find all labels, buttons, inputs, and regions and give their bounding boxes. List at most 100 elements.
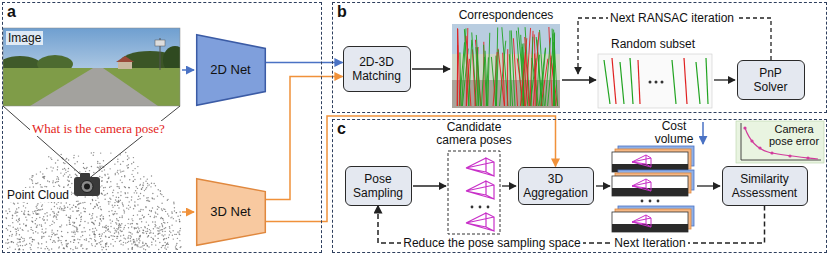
point-cloud (99, 176, 100, 177)
point-cloud (103, 218, 104, 219)
point-cloud (40, 184, 41, 185)
point-cloud (36, 213, 37, 214)
correspondence-line (531, 37, 533, 106)
correspondence-line (554, 34, 555, 106)
point-cloud (110, 186, 111, 187)
point-cloud (32, 221, 33, 222)
point-cloud (168, 237, 169, 238)
point-cloud (164, 222, 165, 223)
point-cloud (72, 211, 73, 212)
point-cloud (86, 240, 87, 241)
point-cloud (58, 211, 59, 212)
point-cloud (61, 224, 62, 225)
point-cloud (85, 171, 86, 172)
cost-volume (649, 200, 652, 203)
point-cloud (17, 242, 18, 243)
point-cloud (32, 175, 33, 176)
point-cloud (55, 182, 56, 183)
point-cloud (99, 234, 100, 235)
point-cloud (34, 211, 35, 212)
point-cloud (69, 221, 70, 222)
point-cloud (143, 217, 144, 218)
point-cloud (147, 245, 148, 246)
point-cloud (99, 206, 100, 207)
point-cloud (133, 242, 134, 243)
point-cloud (20, 227, 21, 228)
point-cloud (15, 212, 16, 213)
point-cloud (57, 237, 58, 238)
point-cloud (52, 234, 53, 235)
point-cloud (148, 214, 149, 215)
point-cloud (38, 209, 39, 210)
point-cloud (67, 243, 68, 244)
point-cloud (76, 175, 77, 176)
point-cloud (77, 204, 78, 205)
point-cloud (95, 200, 96, 201)
point-cloud (89, 170, 90, 171)
point-cloud (59, 226, 60, 227)
point-cloud (152, 193, 153, 194)
point-cloud (157, 227, 158, 228)
point-cloud (170, 232, 171, 233)
point-cloud (80, 212, 81, 213)
point-cloud (112, 239, 113, 240)
point-cloud (58, 179, 59, 180)
point-cloud (105, 225, 106, 226)
point-cloud (98, 207, 99, 208)
annotation-label: Camera pose error (765, 123, 823, 147)
point-cloud (73, 223, 74, 224)
point-cloud (131, 218, 132, 219)
point-cloud (61, 231, 62, 232)
point-cloud (52, 182, 53, 183)
point-cloud (70, 218, 71, 219)
point-cloud (155, 221, 156, 222)
point-cloud (13, 242, 14, 243)
point-cloud (121, 217, 122, 218)
point-cloud (131, 233, 132, 234)
point-cloud (64, 248, 65, 249)
correspondence-line (476, 47, 478, 106)
point-cloud (114, 211, 115, 212)
point-cloud (7, 213, 8, 214)
point-cloud (100, 152, 101, 153)
point-cloud (84, 221, 85, 222)
point-cloud (125, 197, 126, 198)
point-cloud (125, 193, 126, 194)
annotation-label: What is the camera pose? (30, 121, 167, 136)
point-cloud (32, 211, 33, 212)
point-cloud (53, 211, 54, 212)
point-cloud (137, 204, 138, 205)
point-cloud (36, 218, 37, 219)
box-label: PnP Solver (742, 66, 800, 94)
point-cloud (126, 207, 127, 208)
point-cloud (140, 184, 141, 185)
point-cloud (57, 160, 58, 161)
point-cloud (73, 155, 74, 156)
point-cloud (17, 238, 18, 239)
point-cloud (111, 235, 112, 236)
point-cloud (54, 240, 55, 241)
point-cloud (131, 226, 132, 227)
point-cloud (34, 239, 35, 240)
point-cloud (117, 172, 118, 173)
point-cloud (93, 231, 94, 232)
point-cloud (151, 211, 152, 212)
point-cloud (137, 227, 138, 228)
cost-volume (612, 176, 688, 196)
point-cloud (56, 213, 57, 214)
annotation-label: Image (6, 31, 43, 45)
cost-volume (612, 224, 688, 232)
point-cloud (131, 163, 132, 164)
point-cloud (128, 248, 129, 249)
point-cloud (105, 194, 106, 195)
point-cloud (148, 235, 149, 236)
point-cloud (103, 187, 104, 188)
point-cloud (103, 232, 104, 233)
point-cloud (24, 214, 25, 215)
point-cloud (161, 223, 162, 224)
point-cloud (72, 249, 73, 250)
point-cloud (176, 234, 177, 235)
point-cloud (145, 249, 146, 250)
point-cloud (94, 236, 95, 237)
